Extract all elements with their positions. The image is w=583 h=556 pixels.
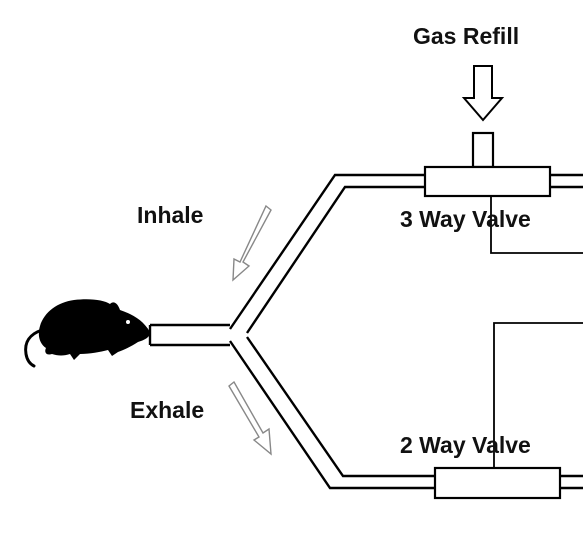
three-way-valve [423, 165, 552, 198]
nose-tube [150, 323, 230, 347]
three-way-valve-outlet [550, 173, 583, 189]
three-way-valve-label: 3 Way Valve [400, 206, 531, 232]
exhale-pipe-outer [229, 340, 435, 490]
inhale-pipe-outer [229, 173, 425, 330]
inhale-label: Inhale [137, 202, 203, 228]
exhale-label: Exhale [130, 397, 204, 423]
two-way-valve-outlet [560, 474, 583, 490]
exhale-pipe-inner [246, 336, 435, 478]
two-way-valve-connector [493, 322, 583, 468]
refill-inlet-stub [471, 131, 495, 169]
mouse-icon [24, 299, 150, 368]
exhale-arrow-icon [228, 380, 272, 456]
three-way-valve-connector [490, 196, 583, 254]
gas-refill-label: Gas Refill [413, 23, 519, 49]
inhale-arrow-icon [232, 204, 272, 282]
two-way-valve [433, 466, 562, 500]
gas-refill-arrow-icon [461, 65, 505, 122]
inhale-pipe-inner [246, 185, 425, 334]
two-way-valve-label: 2 Way Valve [400, 432, 531, 458]
